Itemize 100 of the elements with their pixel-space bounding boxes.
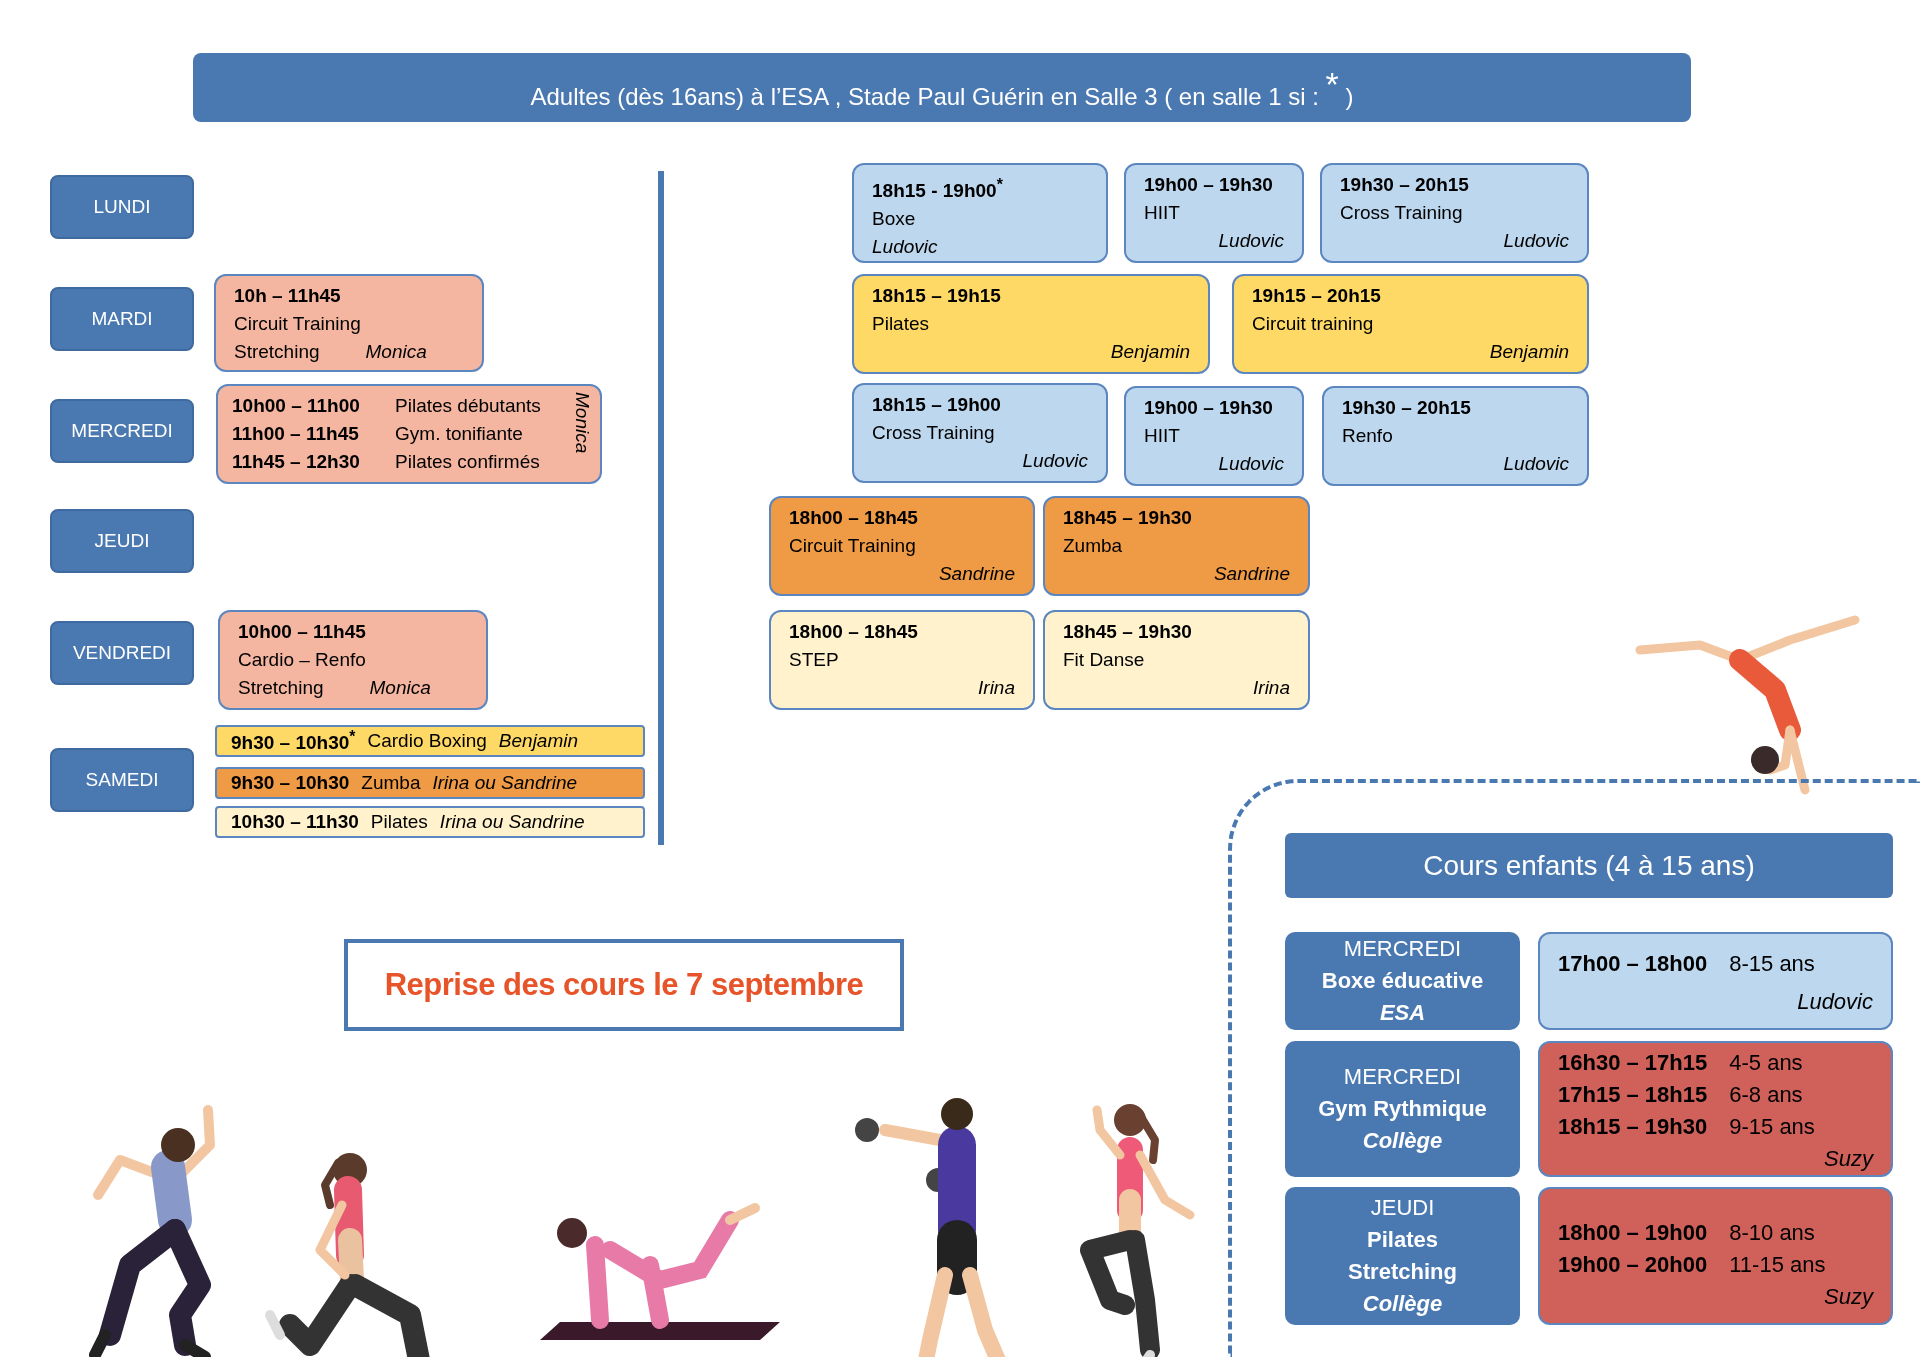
class-card xyxy=(852,163,1108,263)
instructor-name: Irina ou Sandrine xyxy=(439,811,585,833)
schedule-card xyxy=(1538,1187,1893,1325)
time-range: 18h00 – 19h00 xyxy=(1558,1219,1708,1247)
instructor-name: Monica xyxy=(369,676,431,700)
section-header xyxy=(1285,833,1893,898)
instructor-name: Ludovic xyxy=(1502,452,1569,476)
activity-name: HIIT xyxy=(1144,201,1181,225)
time-range: 18h00 – 18h45 xyxy=(789,506,919,530)
day-activity-card xyxy=(1285,1041,1520,1177)
activity-name: Pilates débutants xyxy=(395,394,542,418)
day-name: MERCREDI xyxy=(1343,935,1462,963)
time-range: 19h00 – 19h30 xyxy=(1144,396,1274,420)
instructor-name: Ludovic xyxy=(1021,449,1088,473)
class-card xyxy=(216,384,602,484)
day-name: MARDI xyxy=(91,308,153,330)
day-activity-card xyxy=(1285,1187,1520,1325)
notice-box xyxy=(344,939,904,1031)
time-range: 11h45 – 12h30 xyxy=(232,450,361,474)
activity-name: Gym Rythmique xyxy=(1318,1095,1487,1123)
age-range: 11-15 ans xyxy=(1729,1251,1826,1279)
time-range: 19h00 – 19h30 xyxy=(1144,173,1274,197)
class-row xyxy=(215,806,645,838)
class-row xyxy=(215,725,645,757)
class-card xyxy=(1043,610,1310,710)
age-range: 8-10 ans xyxy=(1729,1219,1816,1247)
instructor-name: Irina xyxy=(977,676,1015,700)
activity-name: Gym. tonifiante xyxy=(395,422,524,446)
instructor-name: Suzy xyxy=(1823,1145,1873,1173)
activity-name: HIIT xyxy=(1144,424,1181,448)
activity-name: Boxe éducative xyxy=(1321,967,1484,995)
instructor-name: Irina xyxy=(1252,676,1290,700)
schedule-card xyxy=(1538,1041,1893,1177)
instructor-name: Sandrine xyxy=(937,562,1015,586)
activity-name: STEP xyxy=(789,648,840,672)
day-name: LUNDI xyxy=(93,196,151,218)
time-range: 10h00 – 11h00 xyxy=(232,394,361,418)
children-section-frame xyxy=(1228,779,1920,1357)
activity-name: Pilates xyxy=(370,811,428,833)
day-activity-card xyxy=(1285,932,1520,1030)
time-range: 18h00 – 18h45 xyxy=(789,620,919,644)
instructor-name: Monica xyxy=(571,392,594,454)
class-card xyxy=(218,610,488,710)
age-range: 4-5 ans xyxy=(1729,1049,1804,1077)
time-range: 10h00 – 11h45 xyxy=(238,620,367,644)
day-name: JEUDI xyxy=(94,530,150,552)
class-card xyxy=(1320,163,1589,263)
activity-name: Renfo xyxy=(1342,424,1394,448)
schedule-card xyxy=(1538,932,1893,1030)
activity-name: Stretching xyxy=(234,340,320,364)
section-title: Cours enfants (4 à 15 ans) xyxy=(1423,849,1755,882)
time-range: 17h00 – 18h00 xyxy=(1558,950,1708,978)
venue-name: Collège xyxy=(1362,1127,1443,1155)
day-label xyxy=(50,287,194,351)
instructor-name: Benjamin xyxy=(498,730,579,752)
class-row xyxy=(215,767,645,799)
activity-name: Circuit Training xyxy=(789,534,917,558)
day-label xyxy=(50,399,194,463)
day-name: VENDREDI xyxy=(72,642,172,664)
instructor-name: Ludovic xyxy=(872,235,939,260)
instructor-name: Benjamin xyxy=(1488,340,1569,364)
announcement-text: Reprise des cours le 7 septembre xyxy=(384,967,864,1003)
day-name: MERCREDI xyxy=(1343,1063,1462,1091)
class-card xyxy=(852,274,1210,374)
instructor-name: Suzy xyxy=(1823,1283,1873,1311)
time-range: 10h30 – 11h30 xyxy=(231,811,359,833)
class-card xyxy=(1043,496,1310,596)
class-card xyxy=(1124,386,1304,486)
age-range: 8-15 ans xyxy=(1729,950,1815,978)
class-card xyxy=(1124,163,1304,263)
time-range: 18h45 – 19h30 xyxy=(1063,506,1193,530)
time-range: 10h – 11h45 xyxy=(234,284,342,308)
day-label xyxy=(50,748,194,812)
activity-name: Fit Danse xyxy=(1063,648,1146,672)
day-label xyxy=(50,509,194,573)
age-range: 6-8 ans xyxy=(1729,1081,1804,1109)
time-range: 11h00 – 11h45 xyxy=(232,422,360,446)
time-range: 19h15 – 20h15 xyxy=(1252,284,1382,308)
class-card xyxy=(214,274,484,372)
time-range: 9h30 – 10h30 xyxy=(231,772,350,794)
activity-name: Zumba xyxy=(1063,534,1124,558)
day-name: MERCREDI xyxy=(71,420,173,442)
activity-name: Circuit training xyxy=(1252,312,1375,336)
activity-name: Cross Training xyxy=(872,421,996,445)
class-card xyxy=(1232,274,1589,374)
time-range: 19h30 – 20h15 xyxy=(1342,396,1472,420)
age-range: 9-15 ans xyxy=(1729,1113,1815,1141)
time-range: 17h15 – 18h15 xyxy=(1558,1081,1708,1109)
instructor-name: Ludovic xyxy=(1796,988,1873,1016)
activity-name: Stretching xyxy=(238,676,324,700)
day-label xyxy=(50,175,194,239)
time-range: 19h00 – 20h00 xyxy=(1558,1251,1708,1279)
instructor-name: Ludovic xyxy=(1502,229,1569,253)
time-range: 18h45 – 19h30 xyxy=(1063,620,1193,644)
day-name: JEUDI xyxy=(1370,1194,1435,1222)
time-range: 9h30 – 10h30$^{*}$ xyxy=(231,727,356,755)
activity-name: Cardio Boxing xyxy=(367,730,487,752)
instructor-name: Ludovic xyxy=(1217,229,1284,253)
activity-name: Pilates Stretching xyxy=(1347,1226,1458,1286)
instructor-name: Ludovic xyxy=(1217,452,1284,476)
